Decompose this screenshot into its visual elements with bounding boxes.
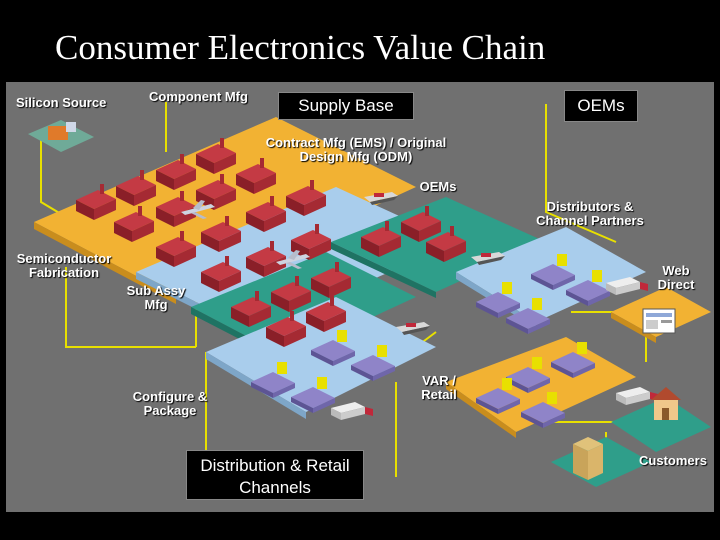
label-web-direct: Web Direct [646,264,706,292]
slide-title: Consumer Electronics Value Chain [0,28,720,68]
apartment-icon [573,437,603,480]
label-oems-box: OEMs [564,90,638,122]
label-distributors: Distributors & Channel Partners [520,200,660,228]
label-supply-base: Supply Base [278,92,414,120]
label-component-mfg: Component Mfg [149,90,269,104]
label-var-retail: VAR / Retail [404,374,474,402]
label-oems: OEMs [398,180,478,194]
value-chain-diagram: Silicon Source Component Mfg Supply Base… [6,82,714,512]
label-configure-package: Configure & Package [126,390,214,418]
label-distribution-retail: Distribution & Retail Channels [186,450,364,500]
label-sub-assy-mfg: Sub Assy Mfg [114,284,198,312]
label-contract-mfg: Contract Mfg (EMS) / Original Design Mfg… [256,136,456,164]
label-semiconductor-fabrication: Semiconductor Fabrication [8,252,120,280]
web-page-icon [643,309,675,333]
label-silicon-source: Silicon Source [16,96,136,110]
label-customers: Customers [634,454,712,468]
